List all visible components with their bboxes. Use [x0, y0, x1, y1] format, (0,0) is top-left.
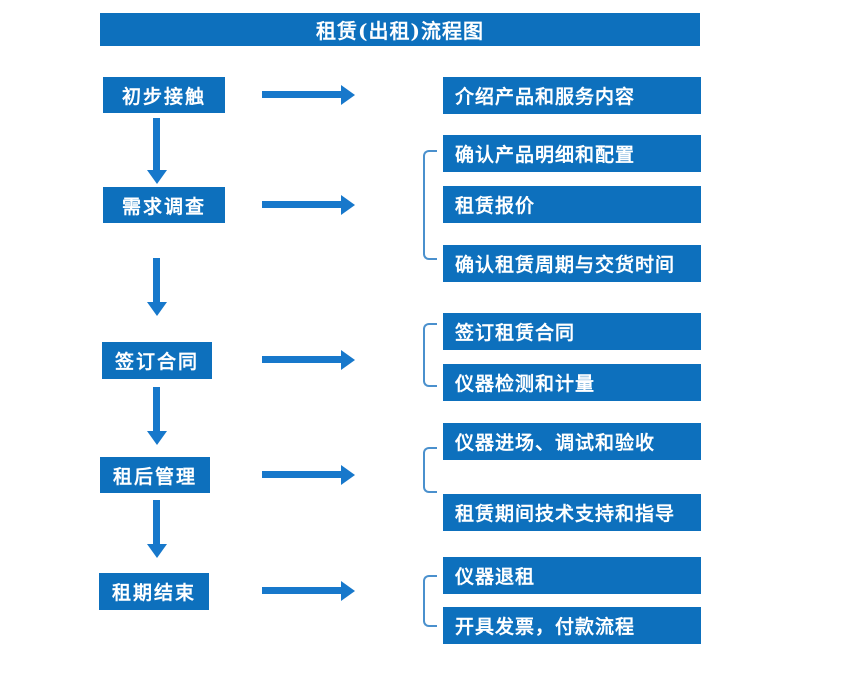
stage-box-rental-end: 租期结束 [99, 573, 209, 610]
arrow-shaft [262, 356, 342, 363]
down-arrow-icon [147, 258, 167, 316]
arrow-head [341, 85, 355, 105]
right-arrow-icon [262, 195, 355, 215]
right-arrow-icon [262, 465, 355, 485]
output-box-invoice-payment: 开具发票，付款流程 [443, 607, 701, 644]
stage-box-sign-contract: 签订合同 [102, 342, 212, 379]
arrow-head [147, 170, 167, 184]
flowchart-title: 租赁(出租)流程图 [100, 13, 700, 46]
arrow-shaft [153, 387, 160, 432]
group-bracket-icon [423, 323, 437, 387]
group-bracket-icon [423, 150, 437, 260]
output-box-instrument-setup-acceptance: 仪器进场、调试和验收 [443, 423, 701, 460]
arrow-shaft [262, 201, 342, 208]
output-box-instrument-return: 仪器退租 [443, 557, 701, 594]
output-box-confirm-rental-period: 确认租赁周期与交货时间 [443, 245, 701, 282]
right-arrow-icon [262, 350, 355, 370]
arrow-head [147, 302, 167, 316]
arrow-head [147, 544, 167, 558]
stage-box-initial-contact: 初步接触 [103, 77, 225, 113]
arrow-shaft [262, 91, 342, 98]
down-arrow-icon [147, 118, 167, 184]
output-box-confirm-product-details: 确认产品明细和配置 [443, 135, 701, 172]
arrow-head [341, 350, 355, 370]
output-box-sign-rental-contract: 签订租赁合同 [443, 313, 701, 350]
arrow-shaft [262, 587, 342, 594]
output-box-instrument-testing: 仪器检测和计量 [443, 364, 701, 401]
output-box-introduce-products-services: 介绍产品和服务内容 [443, 77, 701, 114]
right-arrow-icon [262, 85, 355, 105]
arrow-shaft [153, 500, 160, 545]
arrow-head [341, 465, 355, 485]
arrow-head [147, 431, 167, 445]
arrow-head [341, 195, 355, 215]
arrow-shaft [262, 471, 342, 478]
arrow-shaft [153, 118, 160, 171]
arrow-shaft [153, 258, 160, 303]
right-arrow-icon [262, 581, 355, 601]
down-arrow-icon [147, 387, 167, 445]
group-bracket-icon [423, 575, 437, 627]
arrow-head [341, 581, 355, 601]
output-box-technical-support: 租赁期间技术支持和指导 [443, 494, 701, 531]
down-arrow-icon [147, 500, 167, 558]
group-bracket-icon [423, 447, 437, 493]
output-box-rental-quotation: 租赁报价 [443, 186, 701, 223]
stage-box-demand-survey: 需求调查 [103, 187, 225, 223]
stage-box-post-rental-management: 租后管理 [100, 457, 210, 493]
